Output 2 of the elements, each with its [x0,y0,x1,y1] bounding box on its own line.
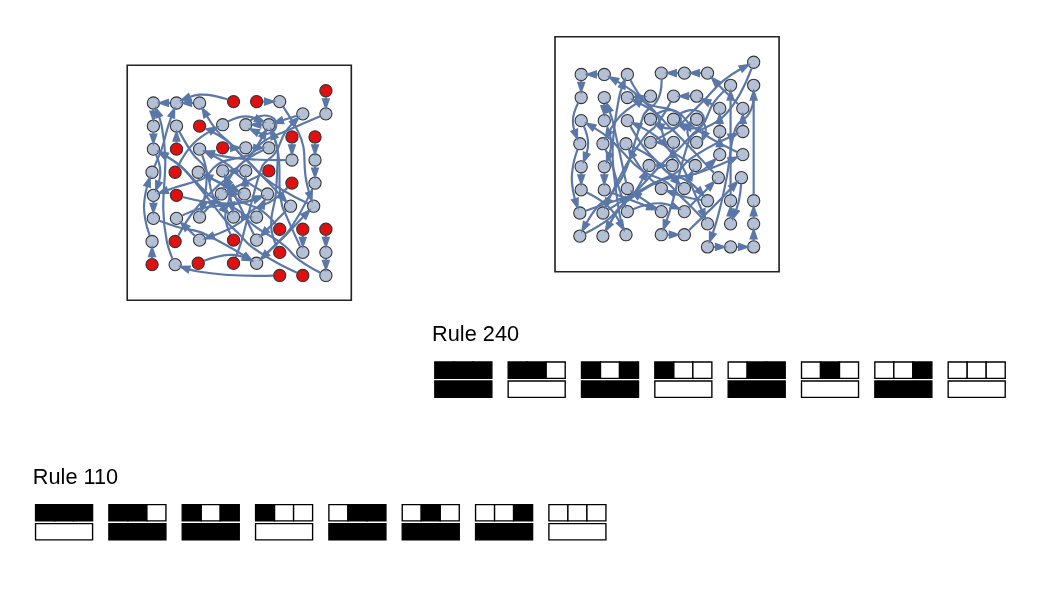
label: Rule 110 [32,463,119,489]
label: Rule 240 [432,320,520,346]
